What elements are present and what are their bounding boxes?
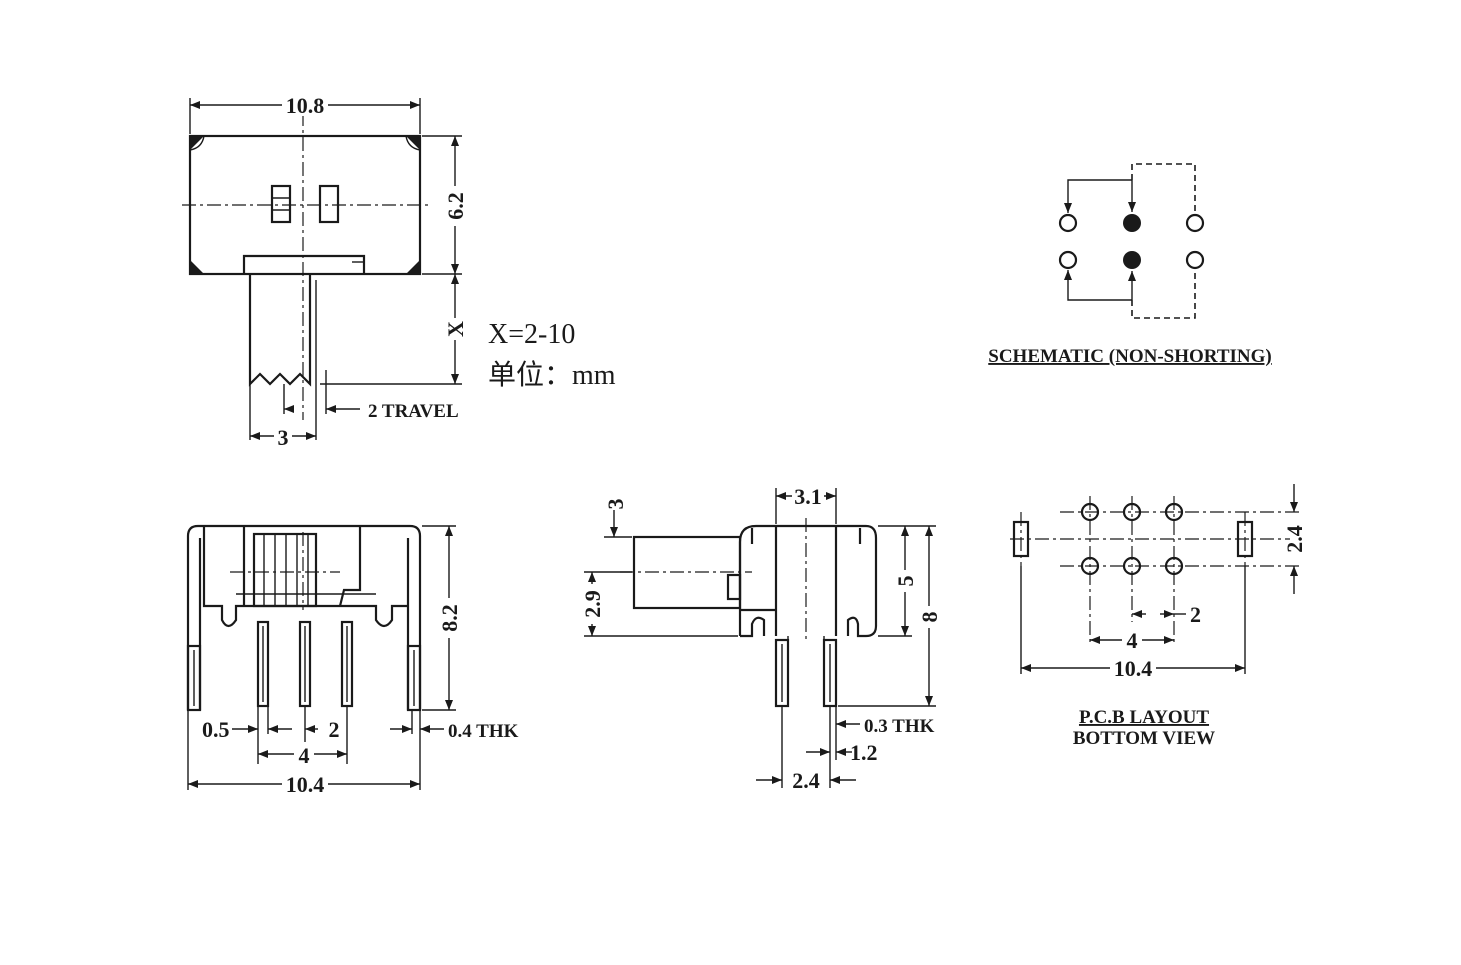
- side-total-height-dim: 8: [917, 612, 942, 623]
- side-body-height-dim: 5: [893, 576, 918, 587]
- side-top-width-dim: 3.1: [794, 484, 822, 509]
- side-knob-offset-dim: 2.9: [580, 590, 605, 618]
- pcb-title-line2: BOTTOM VIEW: [1073, 728, 1215, 749]
- top-view: 10.8 6.2 X 3 2 TRAVEL X=2-10 单位：mm: [182, 92, 616, 450]
- pcb-width-dim: 10.4: [1114, 656, 1153, 681]
- schematic: SCHEMATIC (NON-SHORTING): [988, 163, 1272, 367]
- travel-dim: 2 TRAVEL: [368, 401, 459, 422]
- pcb-layout: 2.4 2 4 10.4 P.C.B LAYOUT BOTTOM VIEW: [1010, 484, 1307, 749]
- side-pin-span-dim: 2.4: [792, 768, 820, 793]
- side-pin-gap-dim: 1.2: [850, 740, 878, 765]
- schematic-title: SCHEMATIC (NON-SHORTING): [988, 346, 1271, 367]
- unit-note: 单位：mm: [488, 359, 616, 391]
- pin-width-dim: 0.5: [202, 717, 230, 742]
- pcb-pitch-dim: 2: [1190, 602, 1201, 627]
- pcb-row-dim: 2.4: [1282, 525, 1307, 553]
- knob-width-dim: 3: [278, 425, 289, 450]
- side-view: 3.1 3 2.9 5 8 0.3 THK 1.2 2.4: [580, 484, 942, 793]
- front-span-dim: 4: [299, 743, 310, 768]
- top-width-dim: 10.8: [286, 93, 325, 118]
- front-thk-dim: 0.4 THK: [448, 721, 519, 742]
- pcb-span-dim: 4: [1127, 628, 1138, 653]
- front-view: 8.2 0.5 2 0.4 THK 4 10.4: [186, 524, 519, 797]
- front-width-dim: 10.4: [286, 772, 325, 797]
- knob-length-dim: X: [443, 321, 468, 337]
- x-range-note: X=2-10: [488, 319, 575, 350]
- front-height-dim: 8.2: [437, 604, 462, 632]
- front-pitch-dim: 2: [329, 717, 340, 742]
- pcb-title-line1: P.C.B LAYOUT: [1079, 707, 1209, 728]
- side-knob-height-dim: 3: [603, 499, 628, 510]
- side-thk-dim: 0.3 THK: [864, 716, 935, 737]
- top-height-dim: 6.2: [443, 192, 468, 220]
